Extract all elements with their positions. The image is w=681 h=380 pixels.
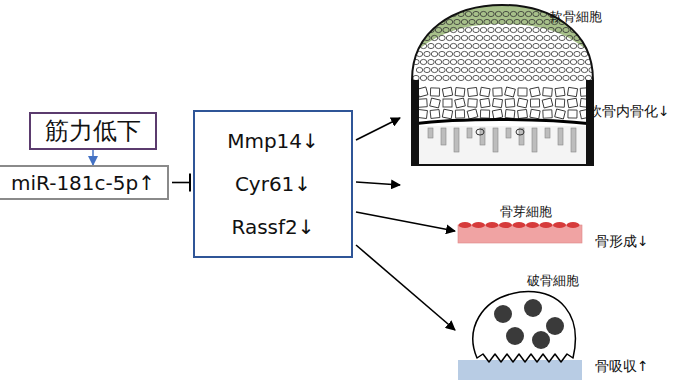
effect-label: 骨吸収↑ — [595, 358, 649, 376]
osteoclast-node: 破骨細胞骨吸収↑ — [455, 270, 681, 380]
illustration — [400, 0, 681, 170]
connector — [356, 245, 455, 330]
effect-label: 骨形成↓ — [595, 233, 649, 251]
cell-label: 破骨細胞 — [527, 272, 579, 290]
connector — [93, 150, 94, 165]
connector — [356, 182, 400, 185]
osteoblast-node: 骨芽細胞骨形成↓ — [455, 203, 681, 253]
connector — [356, 118, 400, 140]
node-text: miR-181c-5p↑ — [11, 171, 155, 195]
cause-box: 筋力低下 — [29, 112, 157, 150]
connector — [356, 212, 455, 231]
target-genes-box: Mmp14↓ Cyr61↓ Rassf2↓ — [193, 110, 353, 258]
node-text: Rassf2↓ — [231, 215, 314, 239]
node-text: Mmp14↓ — [227, 129, 319, 153]
cartilage-node: 軟骨細胞軟骨内骨化↓ — [400, 0, 681, 170]
mirna-box: miR-181c-5p↑ — [0, 165, 169, 200]
node-text: Cyr61↓ — [235, 172, 311, 196]
node-text: 筋力低下 — [45, 115, 141, 147]
effect-label: 軟骨内骨化↓ — [588, 103, 670, 121]
cell-label: 軟骨細胞 — [550, 8, 602, 26]
connector — [172, 174, 190, 192]
cell-label: 骨芽細胞 — [500, 203, 552, 221]
